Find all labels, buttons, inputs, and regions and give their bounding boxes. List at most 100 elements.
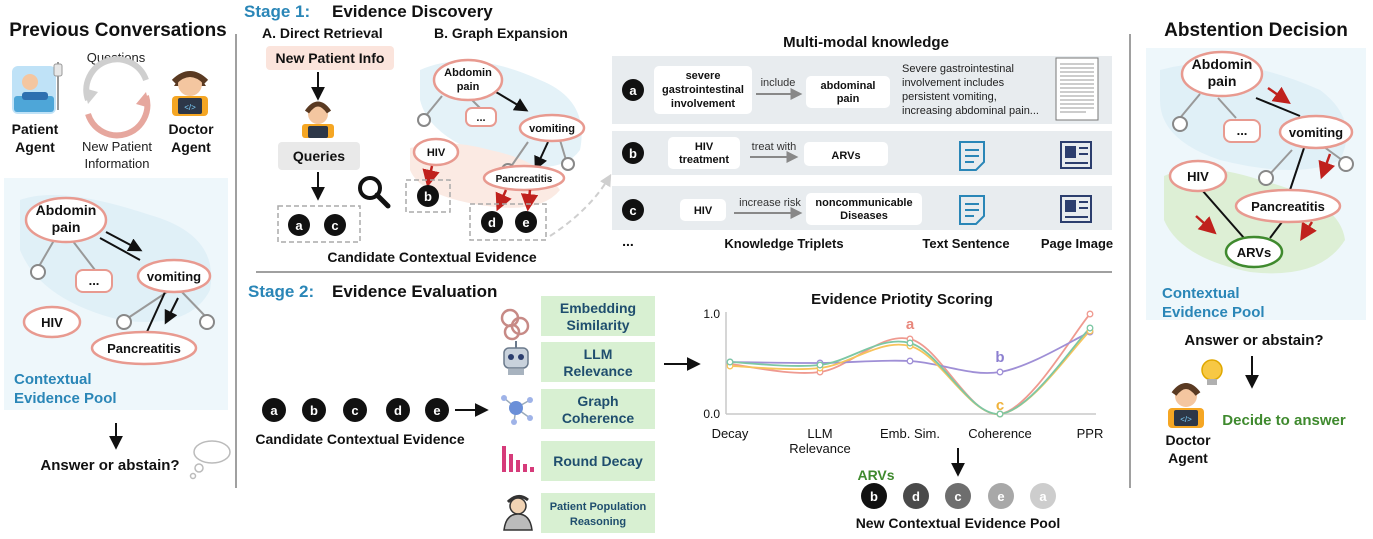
expansion-candidate-d-text: d [488,215,496,230]
document-text-icon [959,195,985,225]
mm-row-b-letter: b [629,146,637,161]
left-panel: Previous Conversations Patient Agent Que… [4,20,231,480]
expansion-to-knowledge-arrow [549,173,612,237]
graph-nodes-icon [501,395,533,425]
stage2-candidate-b-text: b [310,403,318,418]
population-person-icon [503,495,533,531]
right-node-arvs [1224,235,1284,269]
col-image: Page Image [1041,236,1113,251]
direct-candidate-c-text: c [331,218,338,233]
score-box-graph [541,389,655,429]
chart-xtick-label: LLM [807,426,832,441]
queries-box [278,142,360,170]
info-cycle-arrow [85,95,151,139]
doctor-label-1: Doctor [168,121,214,137]
stage2-candidate-e [425,398,449,422]
left-node-vomiting-text: vomiting [147,269,201,284]
mm-row-a-tail-1: abdominal [820,80,875,92]
mm-row-a-badge [622,79,644,101]
new-pool-item-e [988,483,1014,509]
chart-xtick-label: Decay [712,426,749,441]
right-pool-label-2: Evidence Pool [1162,304,1265,321]
right-edge-vomiting-pancreatitis [1289,147,1305,191]
chart-point [726,358,734,366]
left-edge-vomiting-pancreatitis [145,289,167,335]
expansion-b-box [405,179,451,213]
decay-bars-icon [502,446,534,472]
direct-candidate-a [288,214,310,236]
mm-row-b-relation: treat with [752,141,797,153]
right-node-abdomin-text: Abdomin [1192,56,1253,72]
right-node-hiv-text: HIV [1187,169,1209,184]
stage2-candidates-label: Candidate Contextual Evidence [255,431,464,447]
direct-retrieval-label: A. Direct Retrieval [262,25,383,41]
new-info-label-1: New Patient [82,139,152,154]
left-node-hiv [22,305,82,339]
page-thumbnail-icon [1055,57,1099,121]
left-leaf-node [199,314,215,330]
col-triplets: Knowledge Triplets [724,236,843,251]
mm-row-a-sentence-4: increasing abdominal pain... [902,105,1039,117]
question-cycle-arrow [83,56,149,101]
overlap-circles-icon [500,308,530,341]
chart-xtick-label: Relevance [789,441,850,456]
mm-row-a-head-1: severe [686,70,721,82]
left-node-abdomin-pain [24,196,108,244]
left-arrow-1 [105,231,143,252]
new-pool-item-d-text: d [912,489,920,504]
stage1-title: Evidence Discovery [332,2,493,21]
chart-point [906,357,914,365]
left-node-abdomin-text: Abdomin [36,202,97,218]
left-title: Previous Conversations [9,20,227,41]
score-box-decay [541,441,655,481]
right-node-pain-text: pain [1208,73,1237,89]
mm-title: Multi-modal knowledge [783,34,949,51]
right-decision: Decide to answer [1222,412,1346,429]
right-node-dots-text: ... [1237,123,1248,138]
left-node-pancreatitis-text: Pancreatitis [107,341,181,356]
mm-row-b-tail-1: ARVs [831,150,860,162]
mm-row-c-badge [622,199,644,221]
chart-annotation-c: c [996,397,1004,414]
robot-icon [503,341,529,375]
new-patient-info-text: New Patient Info [276,50,385,66]
right-doctor-label-2: Agent [1168,450,1208,466]
direct-candidates-box [277,205,361,243]
right-edge-abdomin-vomiting [1255,97,1301,117]
chart-annotation-b: b [995,349,1004,366]
chart-series-line-series-3 [729,327,1091,415]
right-red-arrow-2 [1318,153,1336,180]
patient-agent-icon [12,62,63,114]
mm-row-a-sentence-3: persistent vomiting, [902,91,997,103]
lightbulb-icon [1201,359,1223,385]
chart-xtick-label: Coherence [968,426,1032,441]
document-text-icon [959,141,985,171]
score-box-llm [541,342,655,382]
stage2-label: Stage 2: [248,282,314,301]
stage1-label: Stage 1: [244,2,310,21]
direct-candidate-a-text: a [295,218,303,233]
mm-row-a-head-3: involvement [671,98,736,110]
chart-point [906,339,914,347]
right-node-pancreatitis [1234,188,1342,224]
queries-text: Queries [293,148,345,164]
chart-xtick-label: Emb. Sim. [880,426,940,441]
expansion-red-arrow-b [422,165,440,188]
left-node-vomiting [136,258,212,294]
expansion-leaf-node [561,157,575,171]
score-population-label-2: Reasoning [570,516,626,528]
new-pool-item-b-text: b [870,489,878,504]
mm-row-a-head [654,66,752,114]
stage2-candidates: a b c d e [262,398,449,422]
expansion-node-hiv-text: HIV [427,147,446,159]
new-pool-item-d [903,483,929,509]
chart-xtick-label: PPR [1077,426,1104,441]
chart-point [996,410,1004,418]
chart-annotation-a: a [906,316,915,333]
expansion-node-dots-text: ... [476,112,485,124]
left-leaf-node [116,314,132,330]
thought-cloud-icon [189,440,231,480]
patient-label-2: Agent [15,139,55,155]
mm-row-a-sentence-1: Severe gastrointestinal [902,63,1014,75]
